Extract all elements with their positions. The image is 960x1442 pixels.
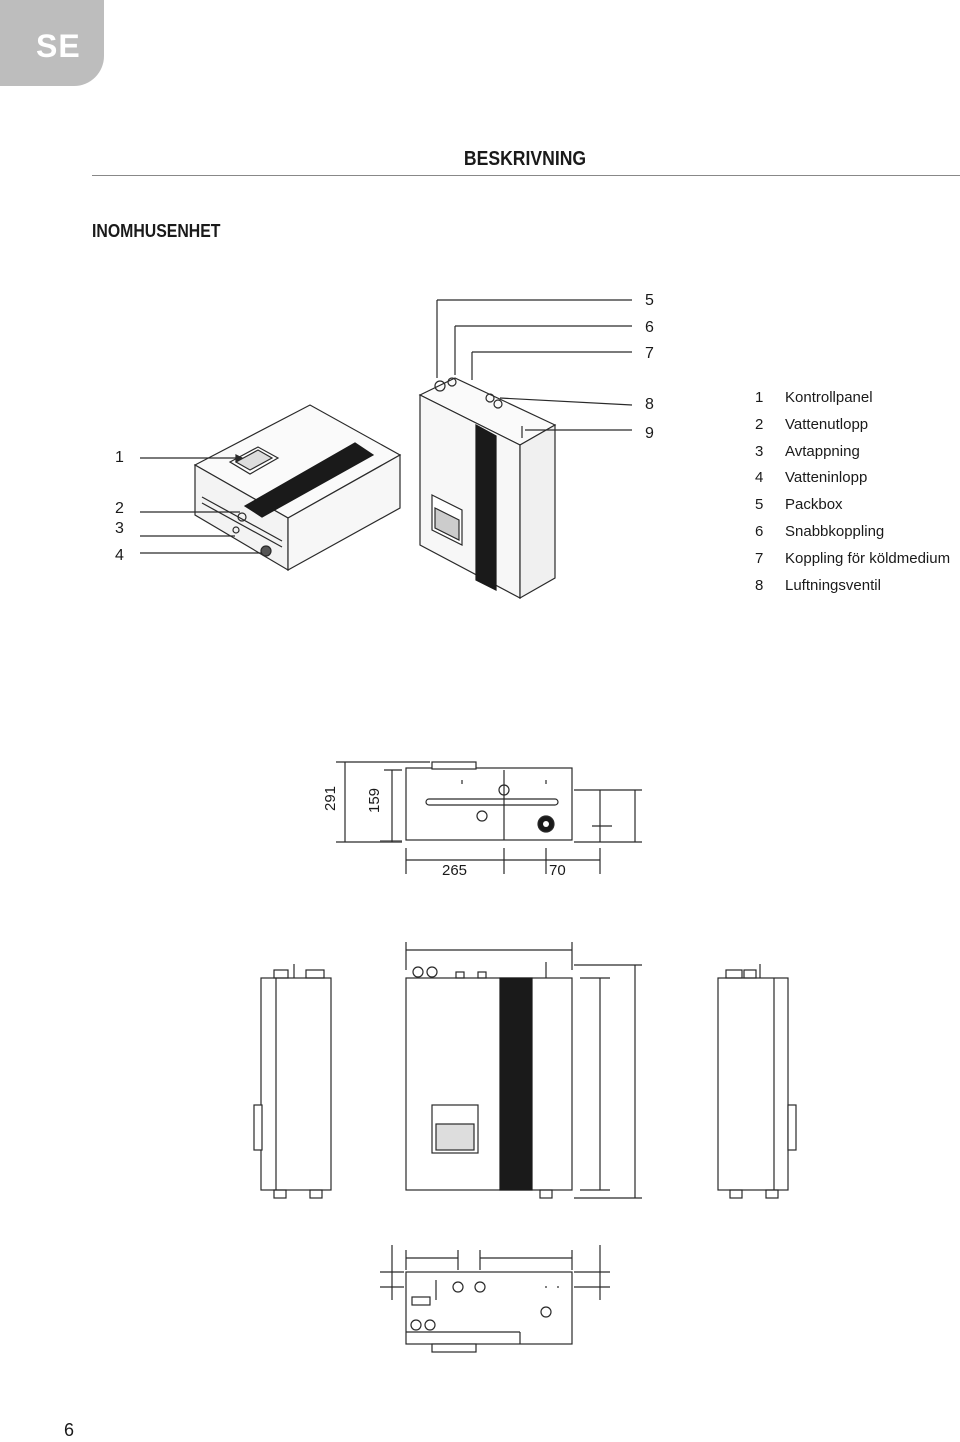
dimension-width-a: 265 [442,862,468,879]
callout-leaders-right [436,299,633,431]
callout-8: 8 [645,396,654,413]
dimension-depth-partial: 159 [366,787,384,814]
bottom-view [405,1271,573,1353]
subsection-title: INOMHUSENHET [92,221,221,241]
callout-6: 6 [645,319,654,336]
dimension-depth-total: 291 [322,785,340,812]
unit-standing-isometric [418,377,557,600]
section-title: BESKRIVNING [463,148,587,170]
left-side-view [253,964,332,1199]
callout-3: 3 [115,520,124,537]
callout-2: 2 [115,500,124,517]
language-code: SE [36,28,81,64]
page-number: 6 [64,1420,75,1440]
callout-1: 1 [115,449,124,466]
top-view-dimension-lines [336,761,642,874]
right-side-view [717,964,797,1199]
callout-4: 4 [115,547,124,564]
front-view-dimension-lines [405,942,642,1199]
callout-9: 9 [645,425,654,442]
front-view [405,962,573,1199]
callout-7: 7 [645,345,654,362]
callout-leaders-left [140,454,262,554]
bottom-view-dimension-lines [380,1245,610,1300]
unit-top-isometric [193,404,402,572]
title-divider [92,175,960,176]
language-tab: SE [0,0,104,86]
dimension-width-b: 70 [549,862,566,879]
callout-5: 5 [645,292,654,309]
top-view-drawing [380,761,573,842]
